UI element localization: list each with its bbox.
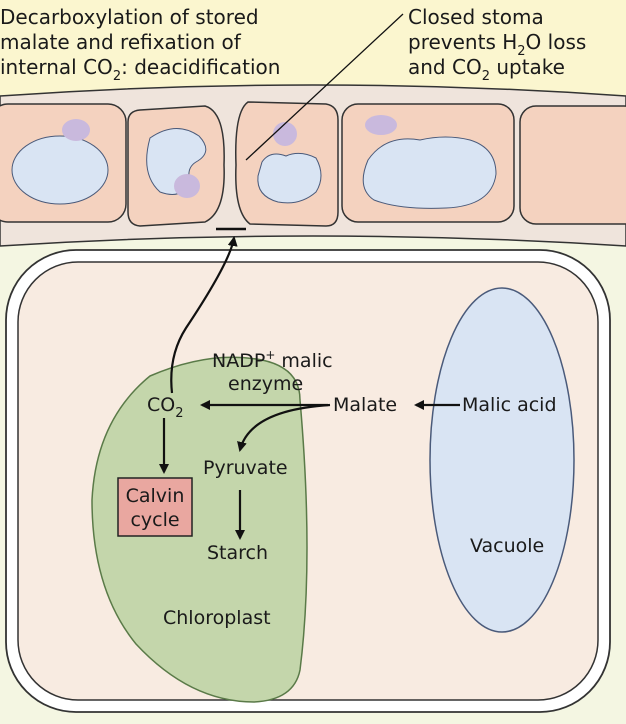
- annotation-top-right-line2: prevents H2O loss: [408, 30, 586, 59]
- annotation-top-right-line1: Closed stoma: [408, 5, 544, 29]
- label-chloroplast: Chloroplast: [163, 607, 271, 629]
- organelle-3: [273, 122, 297, 146]
- label-calvin-line2: cycle: [130, 509, 179, 531]
- calvin-cycle-box: [117, 477, 193, 537]
- organelle-4: [365, 115, 397, 135]
- annotation-top-left-line1: Decarboxylation of stored: [0, 5, 259, 29]
- label-calvin-line1: Calvin: [126, 485, 185, 507]
- epidermis: [0, 84, 626, 247]
- stoma-leader-line: [245, 13, 404, 161]
- label-co2: CO2: [147, 394, 184, 421]
- annotation-top-left-line2: malate and refixation of: [0, 30, 242, 54]
- annotation-top-right-line3: and CO2 uptake: [408, 55, 565, 84]
- chloroplast: [91, 356, 308, 703]
- label-enzyme-line2: enzyme: [228, 373, 303, 395]
- epidermal-cell-3: [341, 103, 515, 223]
- epidermal-cell-1: [0, 103, 127, 223]
- guard-cell: [235, 101, 339, 227]
- epidermal-cell-2: [127, 105, 225, 227]
- label-vacuole: Vacuole: [470, 535, 544, 557]
- arrow-malate-to-pyruvate: [237, 403, 331, 452]
- label-pyruvate: Pyruvate: [203, 457, 288, 479]
- label-starch: Starch: [207, 542, 268, 564]
- label-malic-acid: Malic acid: [462, 394, 557, 416]
- epidermal-cell-4: [519, 105, 626, 225]
- label-malate: Malate: [333, 394, 397, 416]
- annotation-top-left-line3: internal CO2: deacidification: [0, 55, 280, 84]
- organelle-1: [62, 119, 90, 141]
- organelle-2: [174, 174, 200, 198]
- vacuole: [429, 287, 575, 633]
- arrow-co2-to-stoma: [170, 236, 238, 394]
- label-enzyme-line1: NADP+ malic: [212, 348, 333, 372]
